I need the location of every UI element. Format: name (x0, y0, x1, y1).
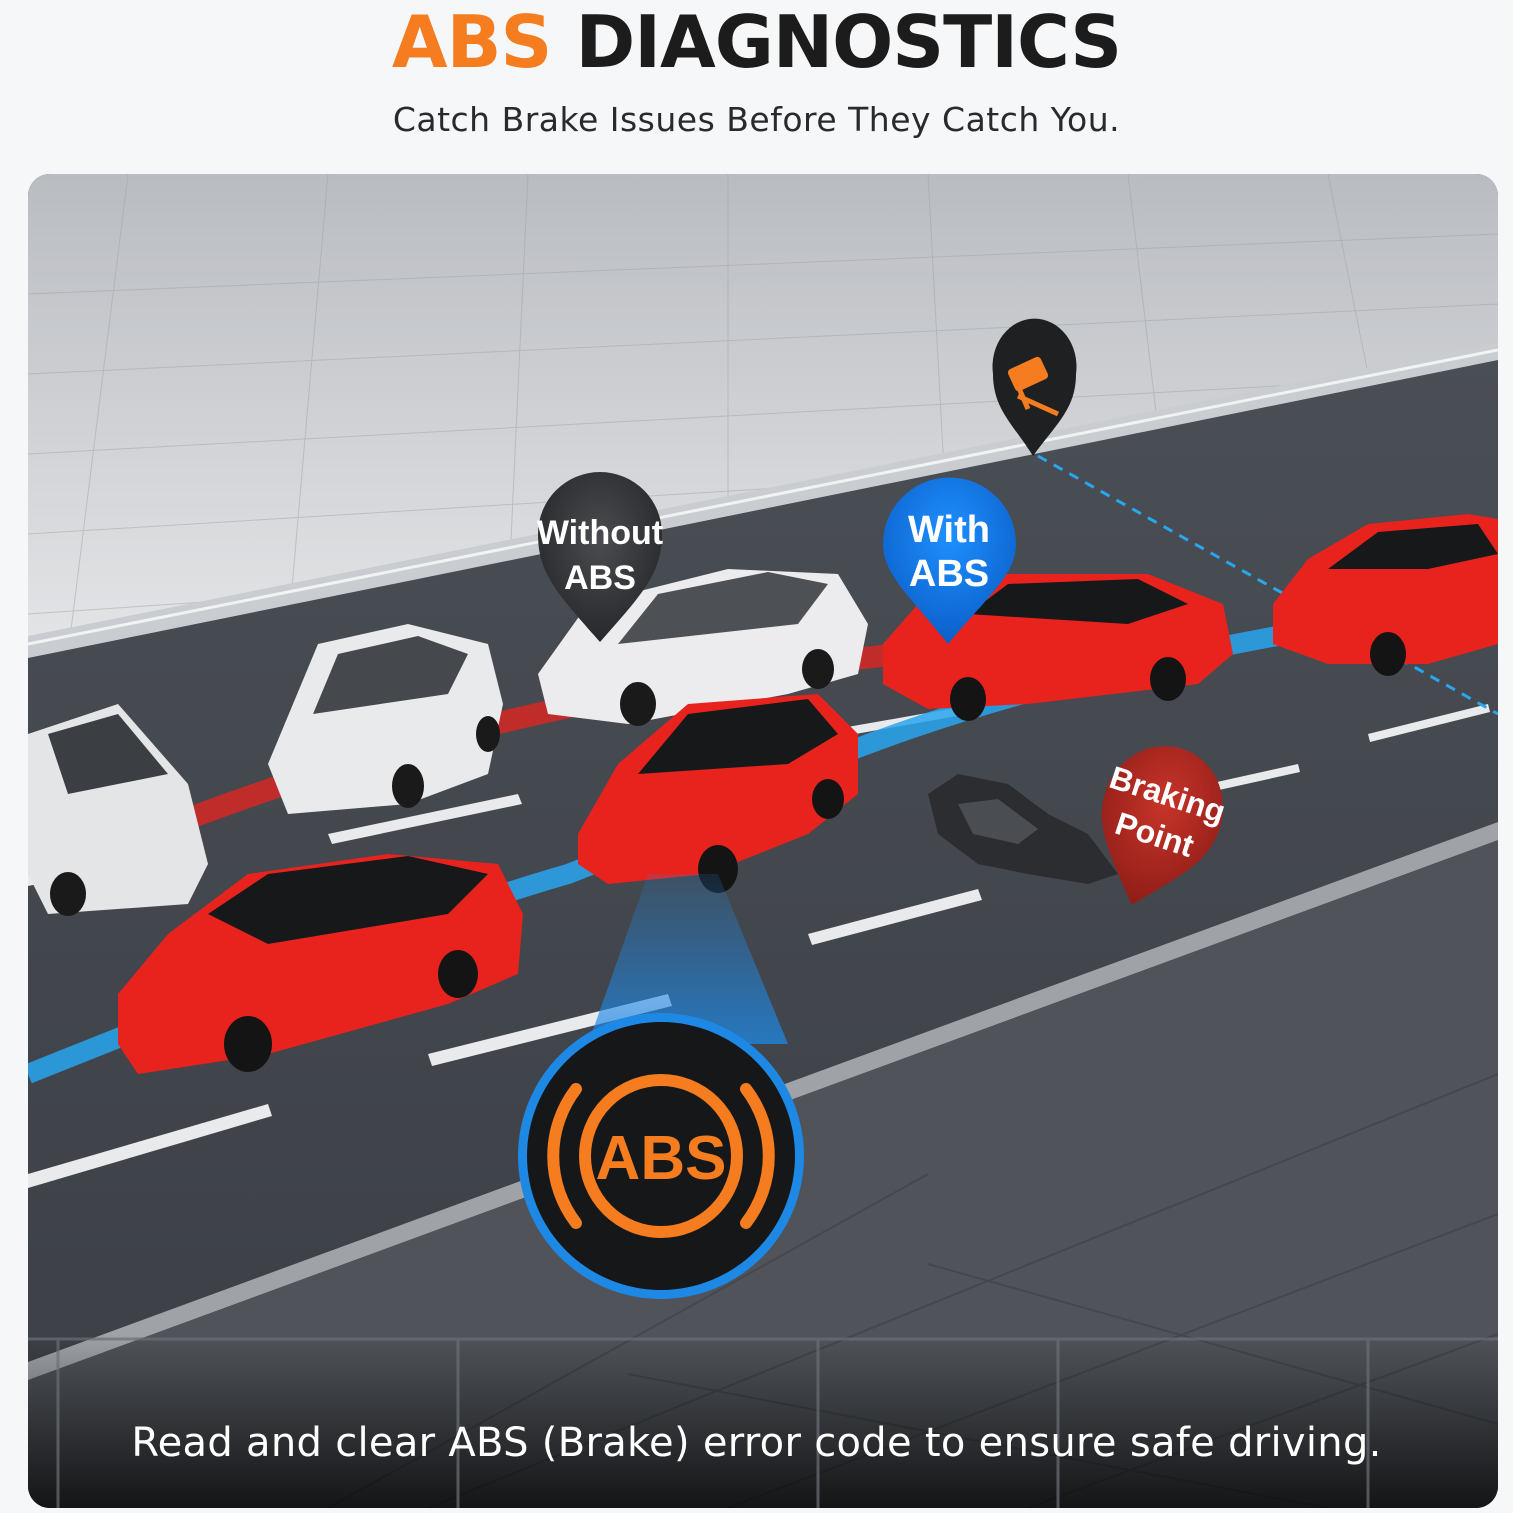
page-subtitle: Catch Brake Issues Before They Catch You… (392, 100, 1121, 139)
abs-warning-label: ABS (596, 1124, 727, 1193)
with-abs-pin: With ABS (883, 477, 1016, 644)
with-abs-line2: ABS (909, 553, 989, 595)
without-abs-pin: Without ABS (537, 472, 663, 642)
detection-cone (588, 874, 788, 1044)
title-accent: ABS (391, 0, 552, 84)
without-abs-line1: Without (537, 514, 663, 552)
white-car-2 (268, 624, 503, 814)
abs-scene-illustration: Without ABS With ABS Braking Point (28, 174, 1498, 1508)
red-car-2 (578, 694, 858, 893)
abs-warning-badge: ABS (518, 1013, 804, 1299)
page-title: ABS DIAGNOSTICS (0, 2, 1513, 82)
title-rest: DIAGNOSTICS (575, 0, 1122, 84)
abs-warning-light-icon: ABS (547, 1074, 775, 1238)
red-car-1 (118, 854, 523, 1074)
bottom-caption: Read and clear ABS (Brake) error code to… (131, 1420, 1382, 1466)
with-abs-line1: With (908, 509, 990, 551)
braking-point-pin: Braking Point (1101, 746, 1230, 905)
red-car-4 (1273, 514, 1498, 676)
brake-pedal-pin (992, 318, 1077, 456)
without-abs-line2: ABS (564, 559, 636, 597)
brake-pedal-icon (1007, 356, 1060, 417)
white-car-1 (28, 704, 208, 916)
